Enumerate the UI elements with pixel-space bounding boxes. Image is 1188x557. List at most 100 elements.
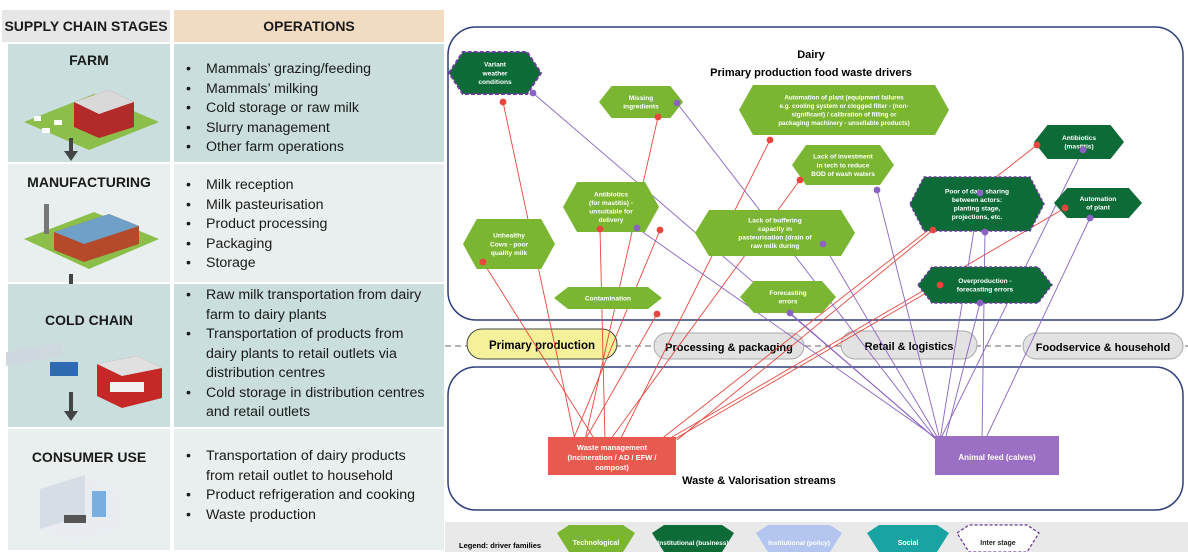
operations-column-header: OPERATIONS — [174, 10, 444, 42]
operation-item: Slurry management — [184, 119, 438, 139]
stage-label: Foodservice & household — [1036, 342, 1170, 354]
driver-hexagon-lack-investment — [792, 145, 894, 185]
diagram-subtitle: Primary production food waste drivers — [710, 67, 912, 79]
stage-cell-manufacturing: MANUFACTURING — [8, 164, 170, 282]
operation-item: Raw milk transportation from dairy farm … — [184, 286, 438, 325]
operation-item: Transportation of products from dairy pl… — [184, 325, 438, 384]
driver-label: significant) / calibration of filling or — [792, 112, 897, 119]
driver-label: unsuitable for — [589, 209, 633, 216]
driver-label: Variant — [484, 62, 507, 69]
operation-item: Milk reception — [184, 176, 438, 196]
driver-label: packaging machinery - unsellable product… — [778, 120, 910, 127]
driver-label: capacity in — [758, 226, 792, 233]
connection-dot — [873, 186, 881, 194]
ops-cell-manufacturing: Milk reception Milk pasteurisation Produ… — [174, 164, 444, 282]
stage-title: FARM — [69, 52, 109, 68]
connection-dot — [819, 240, 827, 248]
driver-hexagon-poor-data — [909, 176, 1045, 232]
driver-label: ingredients — [623, 104, 659, 111]
driver-hexagon-antibiotics-right — [1034, 125, 1124, 159]
connection-dot — [1086, 214, 1094, 222]
driver-label: Forecasting — [769, 290, 806, 297]
legend-label: Institutional (policy) — [768, 540, 830, 547]
connection-dot — [936, 281, 944, 289]
legend-social — [867, 525, 949, 552]
connection-dot — [929, 226, 937, 234]
connection-line — [584, 116, 659, 441]
driver-label: Unhealthy — [493, 233, 525, 240]
connection-dot — [633, 224, 641, 232]
operation-item: Waste production — [184, 506, 438, 526]
connection-dots — [479, 89, 1094, 318]
connection-line — [676, 102, 938, 441]
stage-pill-primary — [466, 328, 618, 360]
driver-label: between actors: — [952, 197, 1002, 204]
driver-hexagon-overproduction — [917, 266, 1053, 304]
driver-hexagon-automation-plant — [1054, 188, 1142, 218]
legend-inter-stage — [956, 524, 1040, 553]
driver-hexagon-antibiotics-left — [563, 182, 659, 232]
driver-label: in tech to reduce — [817, 162, 870, 169]
supply-chain-table: SUPPLY CHAIN STAGES OPERATIONS FARM Mamm… — [0, 0, 445, 552]
driver-label: forecasting errors — [957, 287, 1014, 294]
diagram-canvas: Dairy Primary production food waste driv… — [445, 26, 1188, 553]
driver-label: Automation — [1080, 196, 1117, 203]
farm-illustration — [24, 90, 159, 150]
connection-line — [584, 313, 658, 441]
connection-line — [482, 261, 596, 441]
operation-item: Mammals’ grazing/feeding — [184, 60, 438, 80]
operation-item: Transportation of dairy products from re… — [184, 447, 438, 486]
connection-line — [789, 312, 938, 441]
driver-label: quality milk — [491, 250, 528, 257]
driver-label: errors — [778, 299, 797, 306]
connection-line — [599, 228, 606, 441]
connection-line — [619, 139, 771, 441]
connection-line — [984, 217, 1091, 441]
driver-hexagon-contamination — [554, 287, 662, 309]
stage-cell-farm: FARM — [8, 44, 170, 162]
operation-item: Cold storage or raw milk — [184, 99, 438, 119]
driver-label: Contamination — [585, 295, 631, 302]
connection-dot — [796, 176, 804, 184]
operation-item: Packaging — [184, 235, 438, 255]
operation-item: Storage — [184, 254, 438, 274]
driver-label: weather — [482, 70, 508, 77]
stage-pill-foodservice — [1022, 332, 1184, 360]
stage-title: CONSUMER USE — [31, 449, 147, 465]
cold-chain-illustration — [6, 342, 162, 408]
waste-management-label: (Incineration / AD / EFW / — [568, 453, 658, 462]
driver-label: Missing — [629, 95, 654, 102]
operation-item: Milk pasteurisation — [184, 196, 438, 216]
driver-label: Cows - poor — [490, 241, 529, 248]
connection-line — [676, 229, 934, 441]
connection-line — [822, 243, 940, 441]
connection-dot — [1033, 141, 1041, 149]
stage-title: COLD CHAIN — [45, 312, 133, 328]
legend-label: Institutional (business) — [657, 540, 728, 547]
stage-cell-cold-chain: COLD CHAIN — [6, 284, 170, 427]
connection-dot — [976, 189, 984, 197]
driver-label: delivery — [599, 217, 624, 224]
household-illustration — [40, 475, 120, 543]
stage-title: MANUFACTURING — [27, 174, 151, 190]
waste-management-label: Waste management — [577, 443, 648, 452]
driver-hexagon-variant — [447, 51, 543, 95]
operation-item: Mammals’ milking — [184, 80, 438, 100]
legend-label: Technological — [573, 540, 620, 547]
driver-label: BOD of wash waters — [811, 171, 875, 178]
stage-pill-retail — [840, 330, 978, 360]
driver-label: conditions — [478, 79, 512, 86]
connection-dot — [981, 228, 989, 236]
operation-item: Other farm operations — [184, 138, 438, 158]
driver-label: (for mastitis) - — [589, 200, 633, 207]
legend-label: Social — [898, 540, 919, 547]
driver-label: projections, etc. — [952, 214, 1003, 221]
operation-item: Product processing — [184, 215, 438, 235]
connection-dot — [1079, 146, 1087, 154]
connection-dot — [976, 299, 984, 307]
waste-management-label: compost) — [595, 463, 629, 472]
ops-cell-cold-chain: Raw milk transportation from dairy farm … — [174, 284, 444, 427]
connection-line — [876, 189, 941, 441]
animal-feed-box — [935, 436, 1059, 475]
